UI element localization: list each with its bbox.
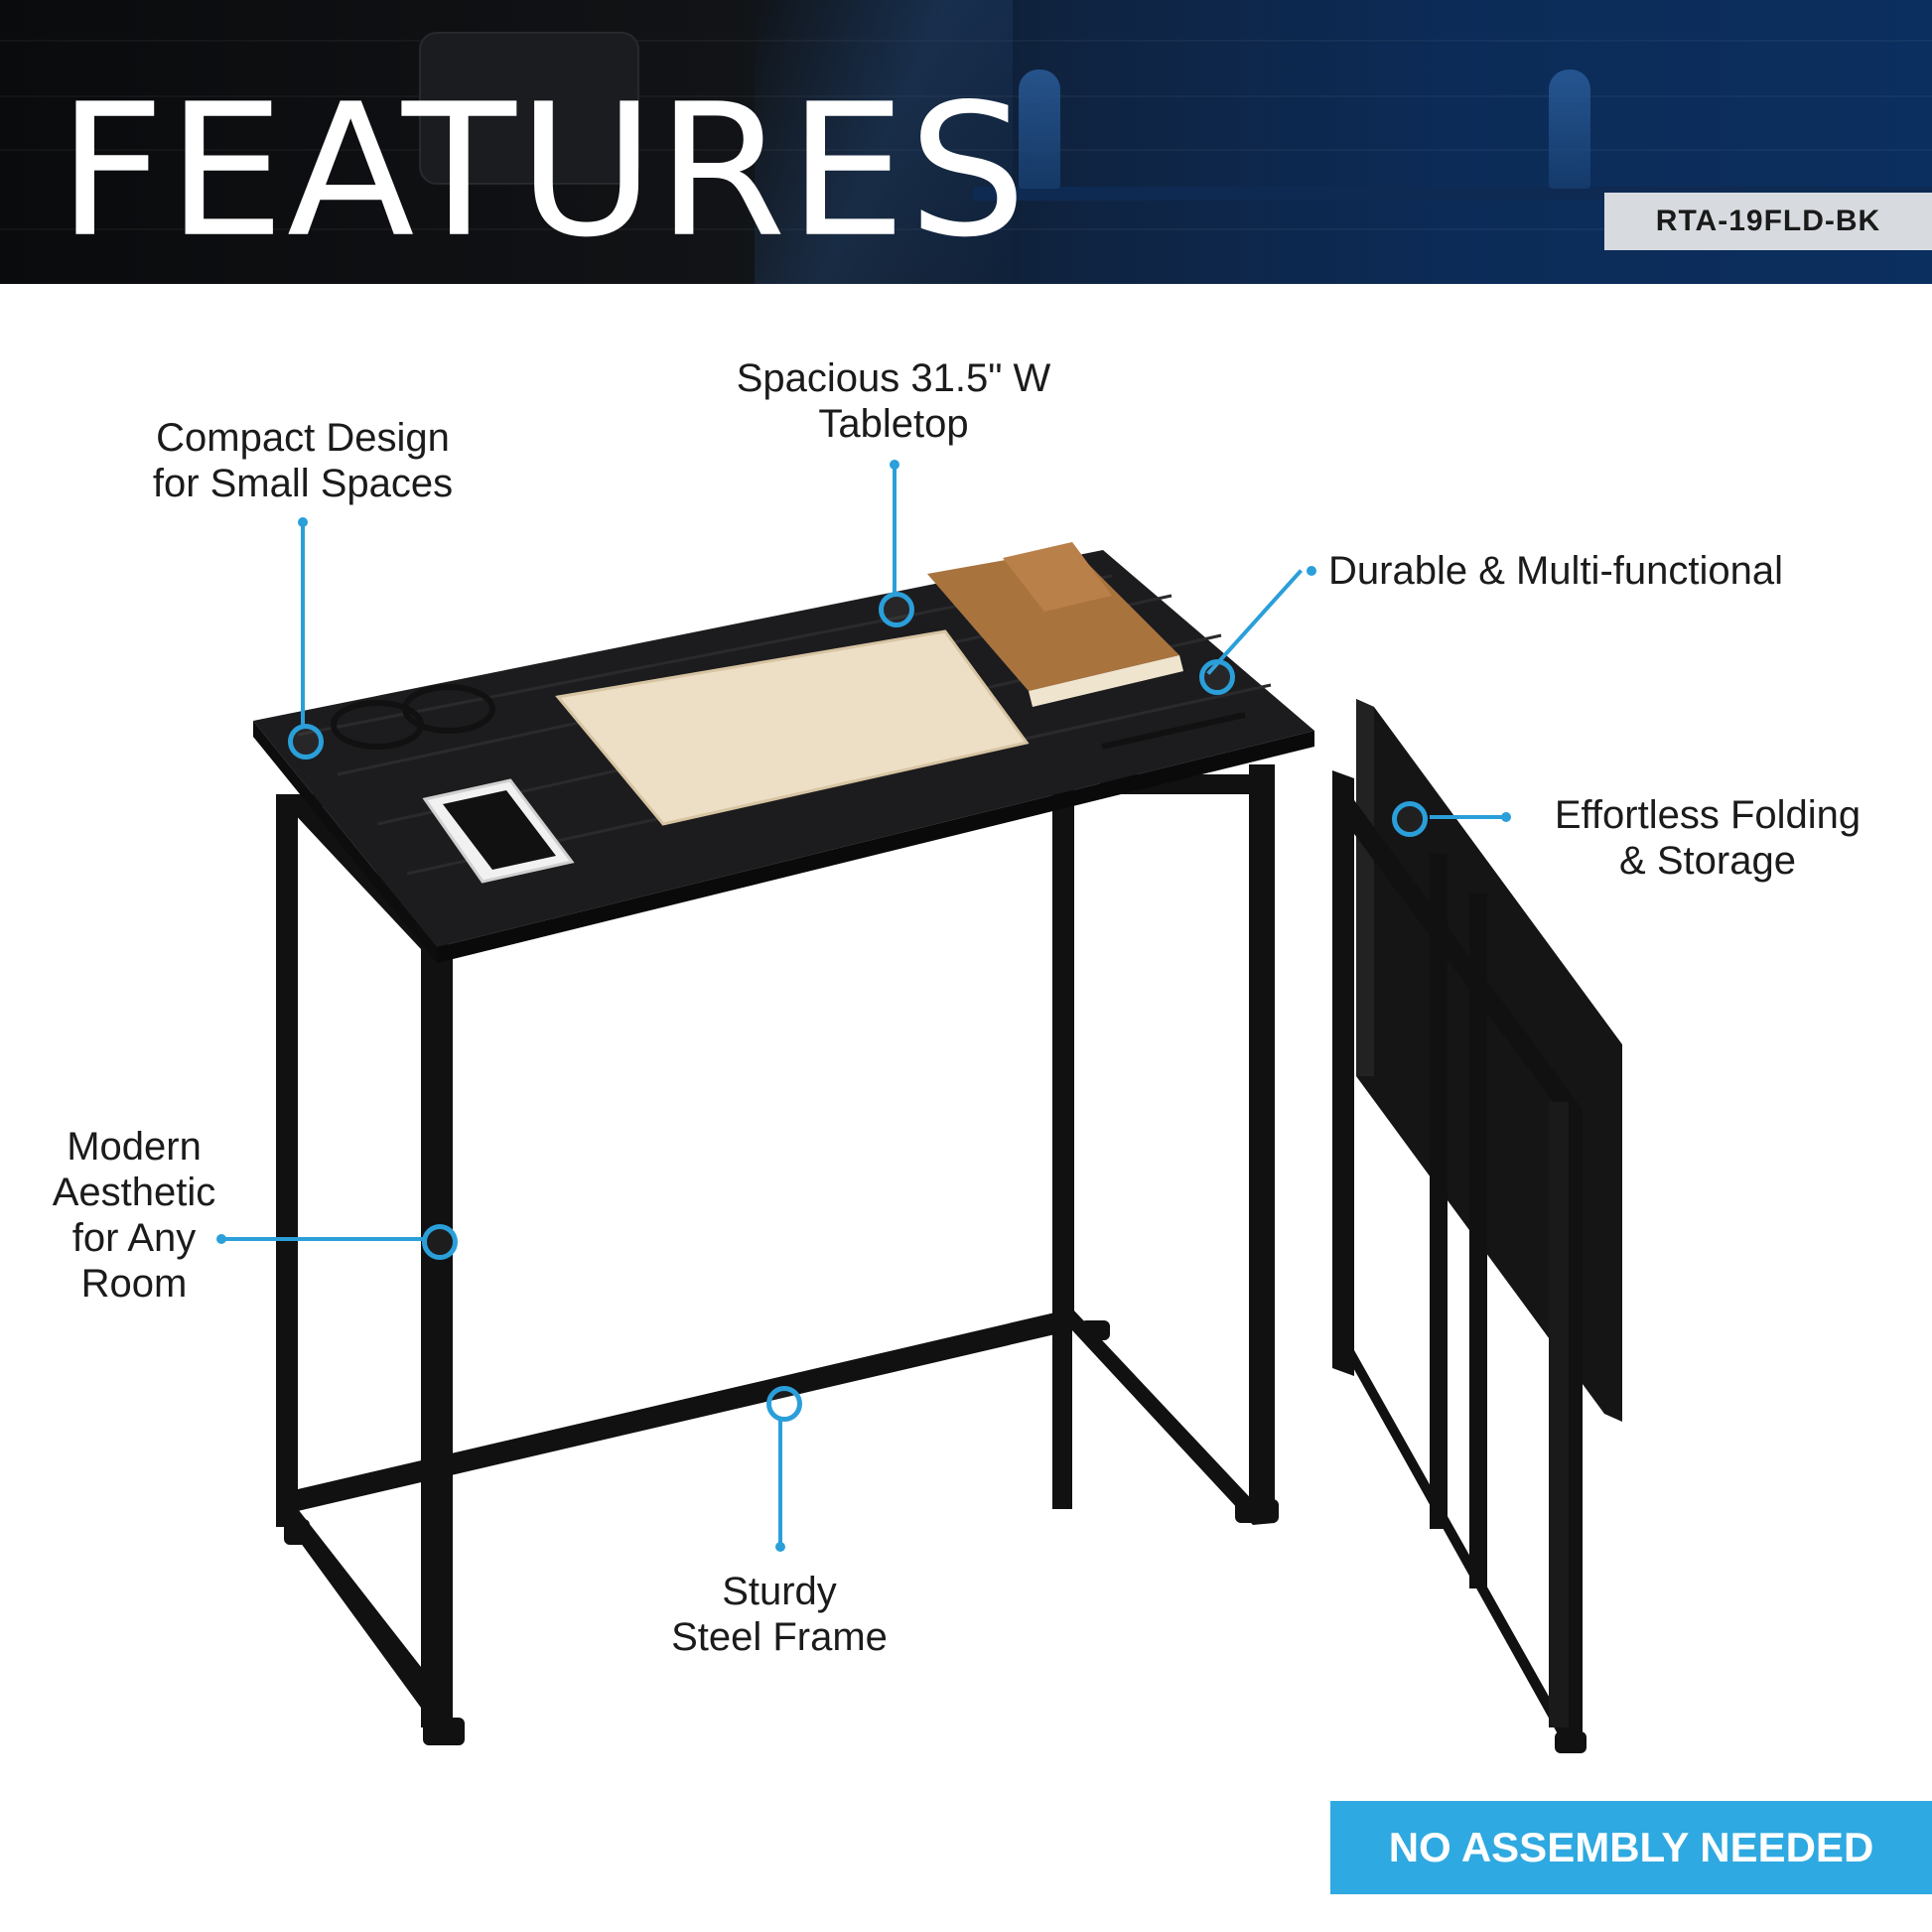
folding-desk-image — [253, 542, 1622, 1753]
feature-folding-label: Effortless Folding & Storage — [1554, 793, 1862, 883]
callout-ring — [422, 1224, 458, 1260]
wood-grain — [0, 95, 1932, 97]
callout-line — [778, 1418, 782, 1547]
callout-line — [893, 465, 897, 594]
feature-frame-label: Sturdy Steel Frame — [671, 1570, 888, 1659]
page-title: FEATURES — [58, 65, 1030, 278]
feature-aesthetic-label: Modern Aesthetic for Any Room — [52, 1125, 216, 1306]
callout-ring — [879, 592, 914, 627]
callout-dot — [775, 1542, 785, 1552]
no-assembly-banner: NO ASSEMBLY NEEDED — [1330, 1801, 1932, 1894]
callout-line — [220, 1237, 425, 1241]
callout-line — [301, 522, 305, 726]
folded-desk — [1332, 699, 1622, 1753]
header-banner: FEATURES RTA-19FLD-BK — [0, 0, 1932, 284]
shelf-post-image — [1549, 69, 1590, 189]
callout-dot — [1307, 566, 1316, 576]
callout-ring — [1199, 659, 1235, 695]
callout-ring — [288, 724, 324, 759]
shelf-post-image — [1019, 69, 1060, 189]
callout-dot — [1501, 812, 1511, 822]
wood-grain — [0, 149, 1932, 151]
wall-hook-image — [419, 32, 639, 185]
feature-durable-label: Durable & Multi-functional — [1328, 549, 1783, 593]
callout-ring — [1392, 801, 1428, 837]
wood-grain — [0, 228, 1932, 230]
feature-tabletop-label: Spacious 31.5" W Tabletop — [736, 356, 1051, 446]
model-badge: RTA-19FLD-BK — [1604, 193, 1932, 250]
feature-compact-label: Compact Design for Small Spaces — [152, 416, 454, 505]
header-diagonal — [755, 0, 1013, 284]
desk-items — [331, 542, 1246, 884]
callout-line — [1430, 815, 1509, 819]
wood-grain — [0, 40, 1932, 42]
callout-ring — [766, 1386, 802, 1422]
